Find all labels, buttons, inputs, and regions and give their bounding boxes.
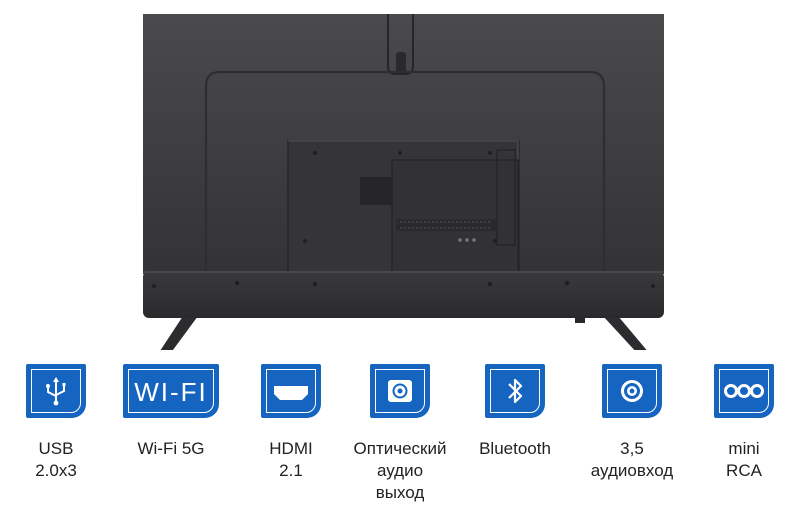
port-wifi-line-1: Wi-Fi 5G	[137, 439, 205, 458]
port-usb: USB 2.0x3	[6, 364, 106, 482]
tv-connector-panel	[391, 159, 519, 276]
port-audio35-line-2: аудиовход	[590, 461, 674, 480]
mini-rca-icon	[714, 364, 774, 418]
port-optical-line-2: аудио	[376, 461, 424, 480]
port-wifi-label: Wi-Fi 5G	[121, 438, 221, 460]
port-minirca-label: mini RCA	[694, 438, 794, 482]
port-minirca-line-2: RCA	[726, 461, 762, 480]
port-optical: Оптический аудио выход	[350, 364, 450, 504]
wifi-icon: WI-FI	[123, 364, 219, 418]
port-bluetooth-label: Bluetooth	[465, 438, 565, 460]
port-hdmi: HDMI 2.1	[241, 364, 341, 482]
port-minirca-line-1: mini	[728, 439, 760, 458]
port-hdmi-line-2: 2.1	[279, 461, 303, 480]
port-optical-line-1: Оптический	[353, 439, 447, 458]
port-hdmi-label: HDMI 2.1	[241, 438, 341, 482]
port-wifi: WI-FI Wi-Fi 5G	[121, 364, 221, 460]
port-bluetooth: Bluetooth	[465, 364, 565, 460]
bluetooth-icon	[485, 364, 545, 418]
port-audio35-line-1: 3,5	[620, 439, 644, 458]
port-hdmi-line-1: HDMI	[269, 439, 313, 458]
hdmi-icon	[261, 364, 321, 418]
wifi-icon-text: WI-FI	[134, 377, 208, 407]
port-optical-label: Оптический аудио выход	[350, 438, 450, 504]
port-bluetooth-line-1: Bluetooth	[479, 439, 551, 458]
tv-bottom-bar	[143, 271, 664, 318]
tv-right-leg	[603, 316, 647, 350]
tv-back-illustration	[143, 14, 664, 350]
port-optical-line-3: выход	[375, 483, 425, 502]
usb-icon	[26, 364, 86, 418]
optical-audio-icon	[370, 364, 430, 418]
port-usb-line-2: 2.0x3	[35, 461, 77, 480]
port-usb-line-1: USB	[38, 439, 74, 458]
tv-inner-frame	[204, 70, 606, 272]
port-audio35: 3,5 аудиовход	[582, 364, 682, 482]
port-usb-label: USB 2.0x3	[6, 438, 106, 482]
port-minirca: mini RCA	[694, 364, 794, 482]
audio-jack-icon	[602, 364, 662, 418]
tv-left-leg	[160, 316, 198, 350]
port-audio35-label: 3,5 аудиовход	[582, 438, 682, 482]
